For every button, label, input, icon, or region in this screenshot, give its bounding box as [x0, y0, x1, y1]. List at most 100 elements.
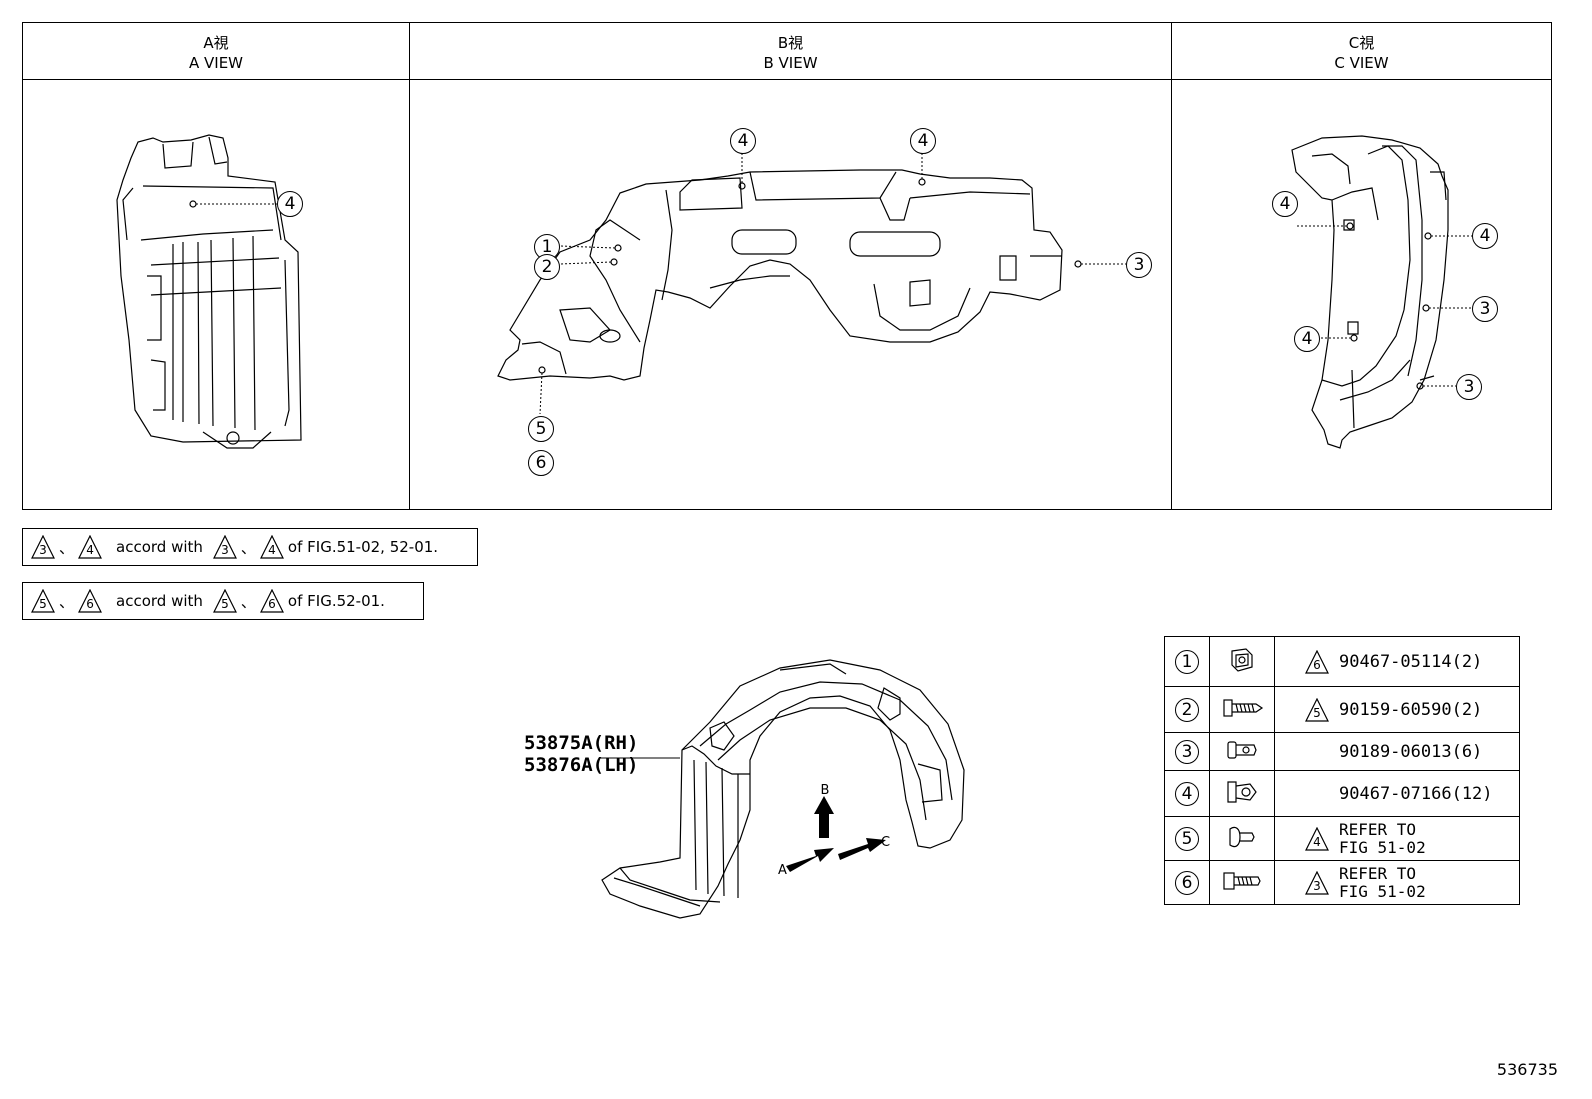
part-desc-cell: 90189-06013(6): [1274, 732, 1520, 771]
refer-figure-text: FIG 51-02: [1339, 837, 1426, 857]
triangle-icon: 6: [1305, 649, 1329, 674]
part-number-rh: 53875A(RH): [524, 732, 639, 754]
part-icon-cell: [1209, 686, 1275, 733]
part-number-cell: 5: [1164, 816, 1210, 861]
triangle-icon: 6: [259, 589, 284, 613]
view-c-header: C視 C VIEW: [1172, 23, 1551, 80]
view-c-en-title: C VIEW: [1334, 54, 1389, 72]
note-box: 5 、 6 accord with 5 、 6 of FIG.52-01.: [22, 582, 424, 620]
item-number: 1: [1175, 649, 1199, 674]
part-desc-cell: 4 REFER TO FIG 51-02: [1274, 816, 1520, 861]
view-divider: [1171, 23, 1172, 509]
view-divider: [409, 23, 410, 509]
push-clip-icon: [1227, 780, 1257, 803]
refer-text: REFER TO: [1339, 863, 1417, 883]
triangle-icon: 4: [259, 535, 284, 559]
table-row: 2 5 90159-60590(2): [1164, 686, 1520, 733]
part-icon-cell: [1209, 732, 1275, 771]
callout-3: 3: [1472, 296, 1498, 322]
callout-4: 4: [730, 128, 756, 154]
note-separator: 、: [240, 592, 256, 611]
part-icon-cell: [1209, 636, 1275, 687]
triangle-icon: 3: [1305, 870, 1329, 895]
part-number-text: 90467-05114(2): [1339, 651, 1483, 672]
triangle-icon: 5: [212, 589, 237, 613]
part-number-cell: 3: [1164, 732, 1210, 771]
refer-figure-text: FIG 51-02: [1339, 881, 1426, 901]
views-panel: A視 A VIEW B視 B VIEW C視 C VIEW: [22, 22, 1552, 510]
view-b-header: B視 B VIEW: [410, 23, 1171, 80]
callout-6: 6: [528, 450, 554, 476]
direction-label-a: A: [778, 863, 787, 878]
callout-4: 4: [1294, 326, 1320, 352]
callout-4: 4: [1472, 223, 1498, 249]
part-icon-cell: [1209, 770, 1275, 817]
direction-label-b: B: [821, 783, 830, 798]
item-number: 3: [1175, 739, 1199, 764]
figure-id: 536735: [1496, 1060, 1558, 1079]
note-figure-ref: of FIG.52-01.: [287, 592, 385, 610]
view-a-header: A視 A VIEW: [23, 23, 409, 80]
part-number-cell: 1: [1164, 636, 1210, 687]
part-desc-cell: 6 90467-05114(2): [1274, 636, 1520, 687]
view-a-body: 4: [23, 80, 409, 509]
part-number-text: 90159-60590(2): [1339, 699, 1483, 720]
bolt-icon: [1223, 871, 1261, 890]
parts-table: 1 6 90467-05114(2) 2 5 90159-60590(2) 3: [1164, 636, 1520, 905]
callout-3: 3: [1456, 374, 1482, 400]
item-number: 2: [1175, 697, 1199, 722]
table-row: 4 90467-07166(12): [1164, 770, 1520, 817]
callout-3: 3: [1126, 252, 1152, 278]
view-c-liner-drawing: [1291, 135, 1472, 449]
table-row: 6 3 REFER TO FIG 51-02: [1164, 860, 1520, 905]
refer-text: REFER TO: [1339, 819, 1417, 839]
part-icon-cell: [1209, 860, 1275, 905]
view-a-en-title: A VIEW: [188, 54, 244, 72]
part-number-text: 90467-07166(12): [1339, 783, 1493, 804]
part-number-lh: 53876A(LH): [524, 754, 639, 776]
table-row: 1 6 90467-05114(2): [1164, 636, 1520, 687]
screw-icon: [1223, 698, 1264, 717]
fender-liner-illustration: B A C: [600, 659, 965, 919]
triangle-icon: 4: [78, 535, 102, 559]
note-separator: 、: [59, 538, 75, 557]
part-number-text: 90189-06013(6): [1339, 741, 1483, 762]
triangle-icon: 3: [212, 535, 237, 559]
part-number-cell: 2: [1164, 686, 1210, 733]
view-a-liner-drawing: [116, 134, 302, 449]
nut-clip-icon: [1231, 647, 1253, 672]
callout-2: 2: [534, 254, 560, 280]
view-c-body: 4 4 3 4 3: [1172, 80, 1551, 509]
part-icon-cell: [1209, 816, 1275, 861]
triangle-icon: 3: [31, 535, 55, 559]
note-box: 3 、 4 accord with 3 、 4 of FIG.51-02, 52…: [22, 528, 478, 566]
item-number: 4: [1175, 781, 1199, 806]
part-desc-cell: 3 REFER TO FIG 51-02: [1274, 860, 1520, 905]
table-row: 5 4 REFER TO FIG 51-02: [1164, 816, 1520, 861]
view-b-en-title: B VIEW: [763, 54, 818, 72]
table-row: 3 90189-06013(6): [1164, 732, 1520, 771]
view-b-body: 4 4 1 2 3 5 6: [410, 80, 1171, 509]
part-desc-cell: 90467-07166(12): [1274, 770, 1520, 817]
clip-icon: [1227, 740, 1257, 759]
direction-label-c: C: [881, 835, 890, 850]
rivet-icon: [1229, 826, 1255, 847]
note-figure-ref: of FIG.51-02, 52-01.: [287, 538, 439, 556]
item-number: 5: [1175, 826, 1199, 851]
part-desc-cell: 5 90159-60590(2): [1274, 686, 1520, 733]
triangle-icon: 4: [1305, 826, 1329, 851]
note-separator: 、: [59, 592, 75, 611]
triangle-icon: 5: [1305, 697, 1329, 722]
note-accord-text: accord with: [116, 538, 203, 556]
part-number-cell: 6: [1164, 860, 1210, 905]
view-a-jp-title: A視: [203, 34, 229, 52]
triangle-icon: 5: [31, 589, 55, 613]
view-b-jp-title: B視: [777, 34, 804, 52]
note-separator: 、: [240, 538, 256, 557]
triangle-icon: 6: [78, 589, 102, 613]
callout-5: 5: [528, 416, 554, 442]
view-b-liner-drawing: [497, 152, 1126, 415]
item-number: 6: [1175, 870, 1199, 895]
view-c-jp-title: C視: [1348, 34, 1375, 52]
part-number-cell: 4: [1164, 770, 1210, 817]
